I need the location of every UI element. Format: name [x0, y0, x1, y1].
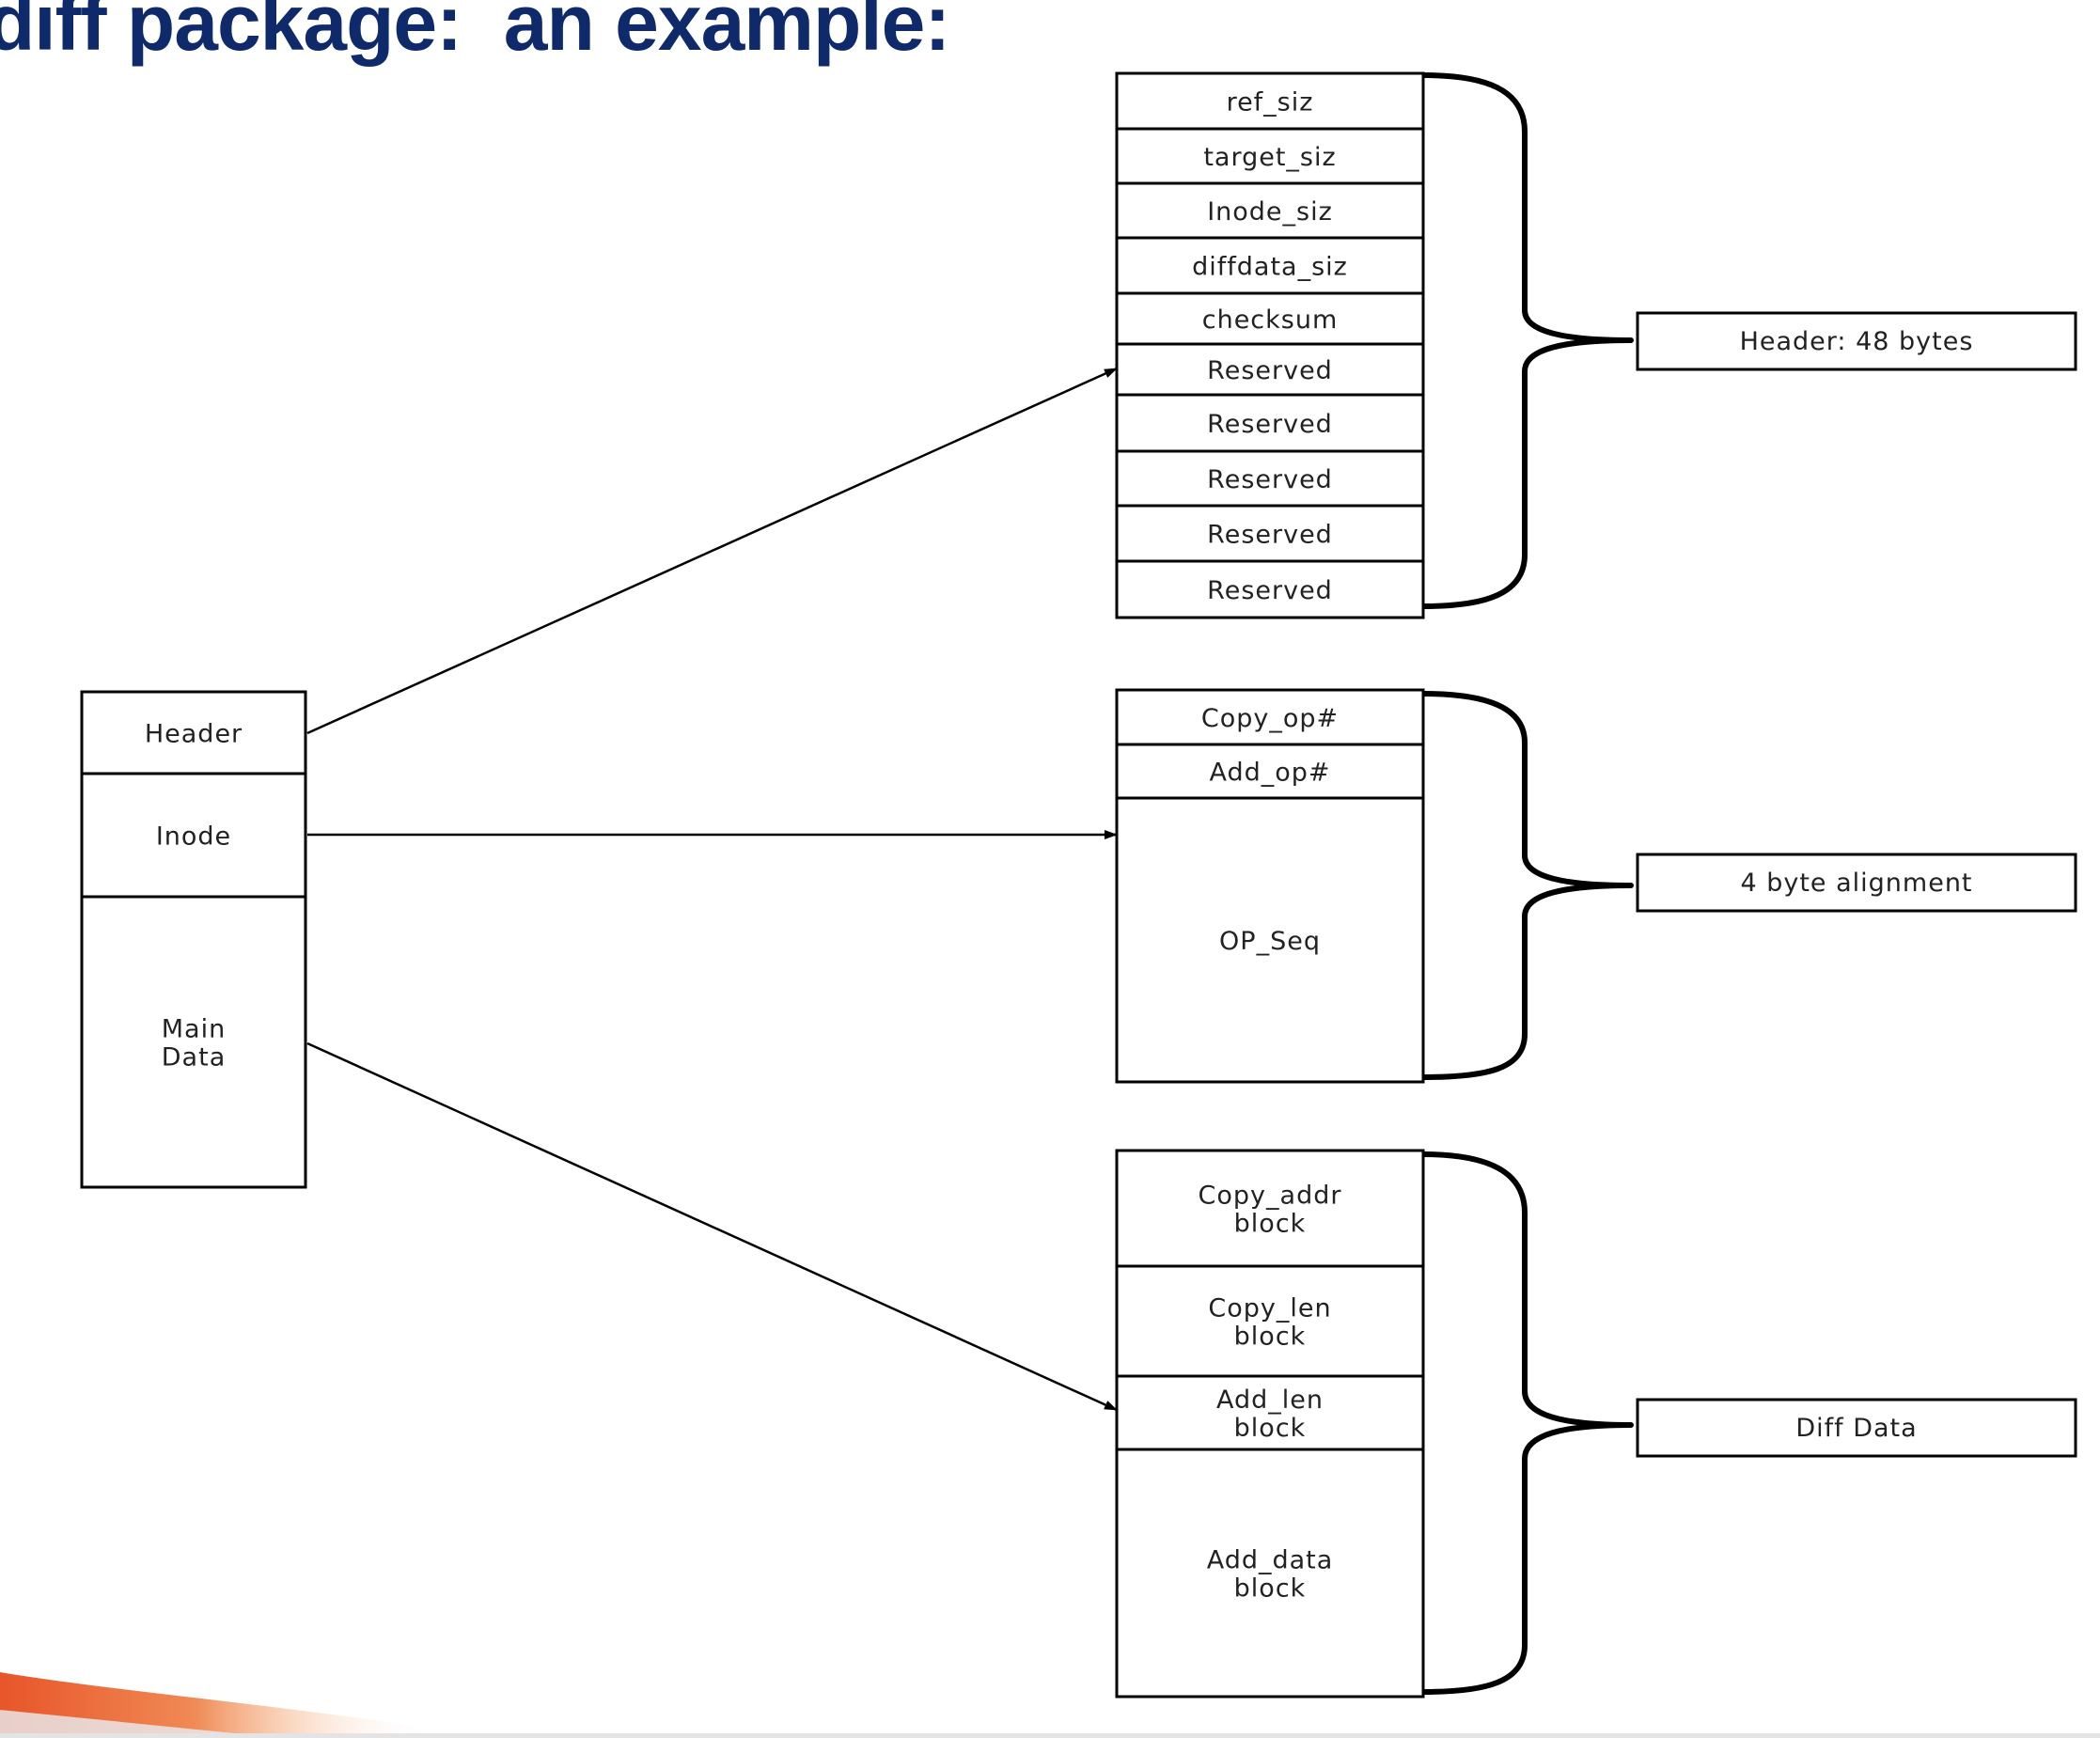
header-field-cell-label: target_siz [1203, 143, 1336, 172]
inode-structure: Copy_op# Add_op# OP_Seq [1115, 688, 1425, 1084]
arrow-maindata-to-struct [306, 1041, 1118, 1412]
header-field-cell-label: Inode_siz [1207, 197, 1333, 227]
header-field-cell: Inode_siz [1115, 181, 1425, 240]
header-field-cell-label: Reserved [1207, 356, 1333, 385]
alignment-label: 4 byte alignment [1636, 853, 2077, 913]
header-field-cell: Reserved [1115, 393, 1425, 453]
header-field-cell: ref_siz [1115, 71, 1425, 131]
diffdata-brace [1422, 1151, 1634, 1695]
header-field-cell-label: diffdata_siz [1192, 253, 1348, 282]
package-segment-cell-label: Inode [156, 822, 231, 852]
package-segment-cell: Inode [80, 772, 307, 899]
bottom-strip [0, 1733, 2100, 1738]
inode-brace [1422, 691, 1634, 1080]
diffdata-text: Diff Data [1795, 1414, 1917, 1443]
header-field-cell: Reserved [1115, 504, 1425, 563]
header-field-cell: diffdata_siz [1115, 236, 1425, 295]
header-field-cell: Reserved [1115, 449, 1425, 508]
header-field-cell-label: ref_siz [1227, 88, 1314, 117]
header-field-cell-label: Reserved [1207, 576, 1333, 605]
inode-field-cell-label: Add_op# [1209, 759, 1330, 788]
header-size-text: Header: 48 bytes [1740, 327, 1974, 356]
header-field-cell: Reserved [1115, 559, 1425, 619]
header-field-cell-label: checksum [1202, 305, 1339, 335]
inode-field-cell-label: Copy_op# [1201, 704, 1339, 733]
inode-field-cell-label: OP_Seq [1219, 927, 1321, 956]
header-field-cell: target_siz [1115, 127, 1425, 185]
header-field-cell-label: Reserved [1207, 465, 1333, 494]
header-field-cell: checksum [1115, 291, 1425, 346]
inode-field-cell: Copy_op# [1115, 688, 1425, 746]
header-field-cell-label: Reserved [1207, 410, 1333, 439]
header-field-cell-label: Reserved [1207, 521, 1333, 550]
inode-field-cell: Add_op# [1115, 743, 1425, 800]
header-brace [1422, 72, 1634, 609]
package-segment-cell: Header [80, 690, 307, 775]
alignment-text: 4 byte alignment [1740, 869, 1972, 898]
package-segment-cell-label: Header [145, 720, 243, 749]
header-field-cell: Reserved [1115, 342, 1425, 397]
slide-title: diff package: an example: [0, 0, 950, 67]
header-size-label: Header: 48 bytes [1636, 311, 2077, 371]
inode-field-cell: OP_Seq [1115, 796, 1425, 1084]
diffdata-label: Diff Data [1636, 1398, 2077, 1458]
arrow-header-to-struct [306, 367, 1118, 735]
